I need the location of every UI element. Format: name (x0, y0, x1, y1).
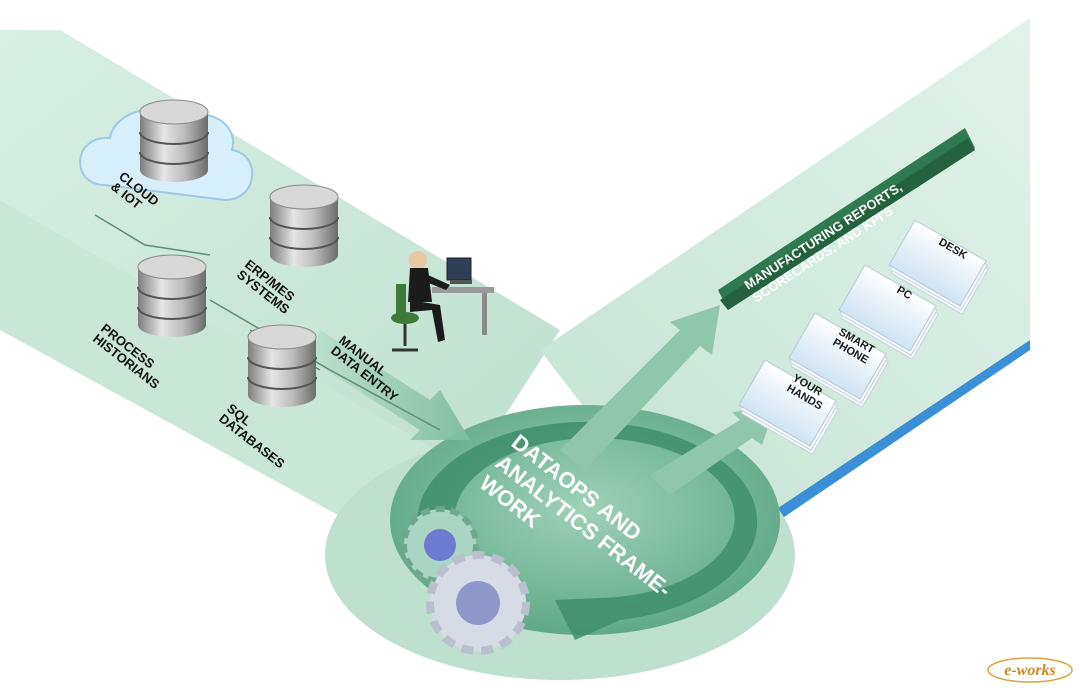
output-arrow-upper (560, 305, 720, 470)
input-arrow (310, 330, 470, 440)
svg-text:e-works: e-works (1004, 662, 1056, 679)
database-icon-cloud (139, 99, 209, 183)
eworks-logo: e-works (987, 657, 1073, 683)
person-at-desk-icon (391, 251, 494, 352)
connector-erp (209, 299, 441, 431)
output-arrow-lower (650, 408, 775, 495)
database-icon-historians (137, 254, 207, 338)
database-icon-sql (247, 324, 317, 408)
input-surface-lower (0, 200, 470, 560)
output-surface-edge (760, 340, 1030, 530)
database-icon-erp (269, 184, 339, 268)
gear-icon-large (426, 551, 530, 655)
hub-cycle-arrow (417, 421, 758, 640)
output-banner (718, 128, 975, 310)
connector-cloud (94, 214, 211, 256)
